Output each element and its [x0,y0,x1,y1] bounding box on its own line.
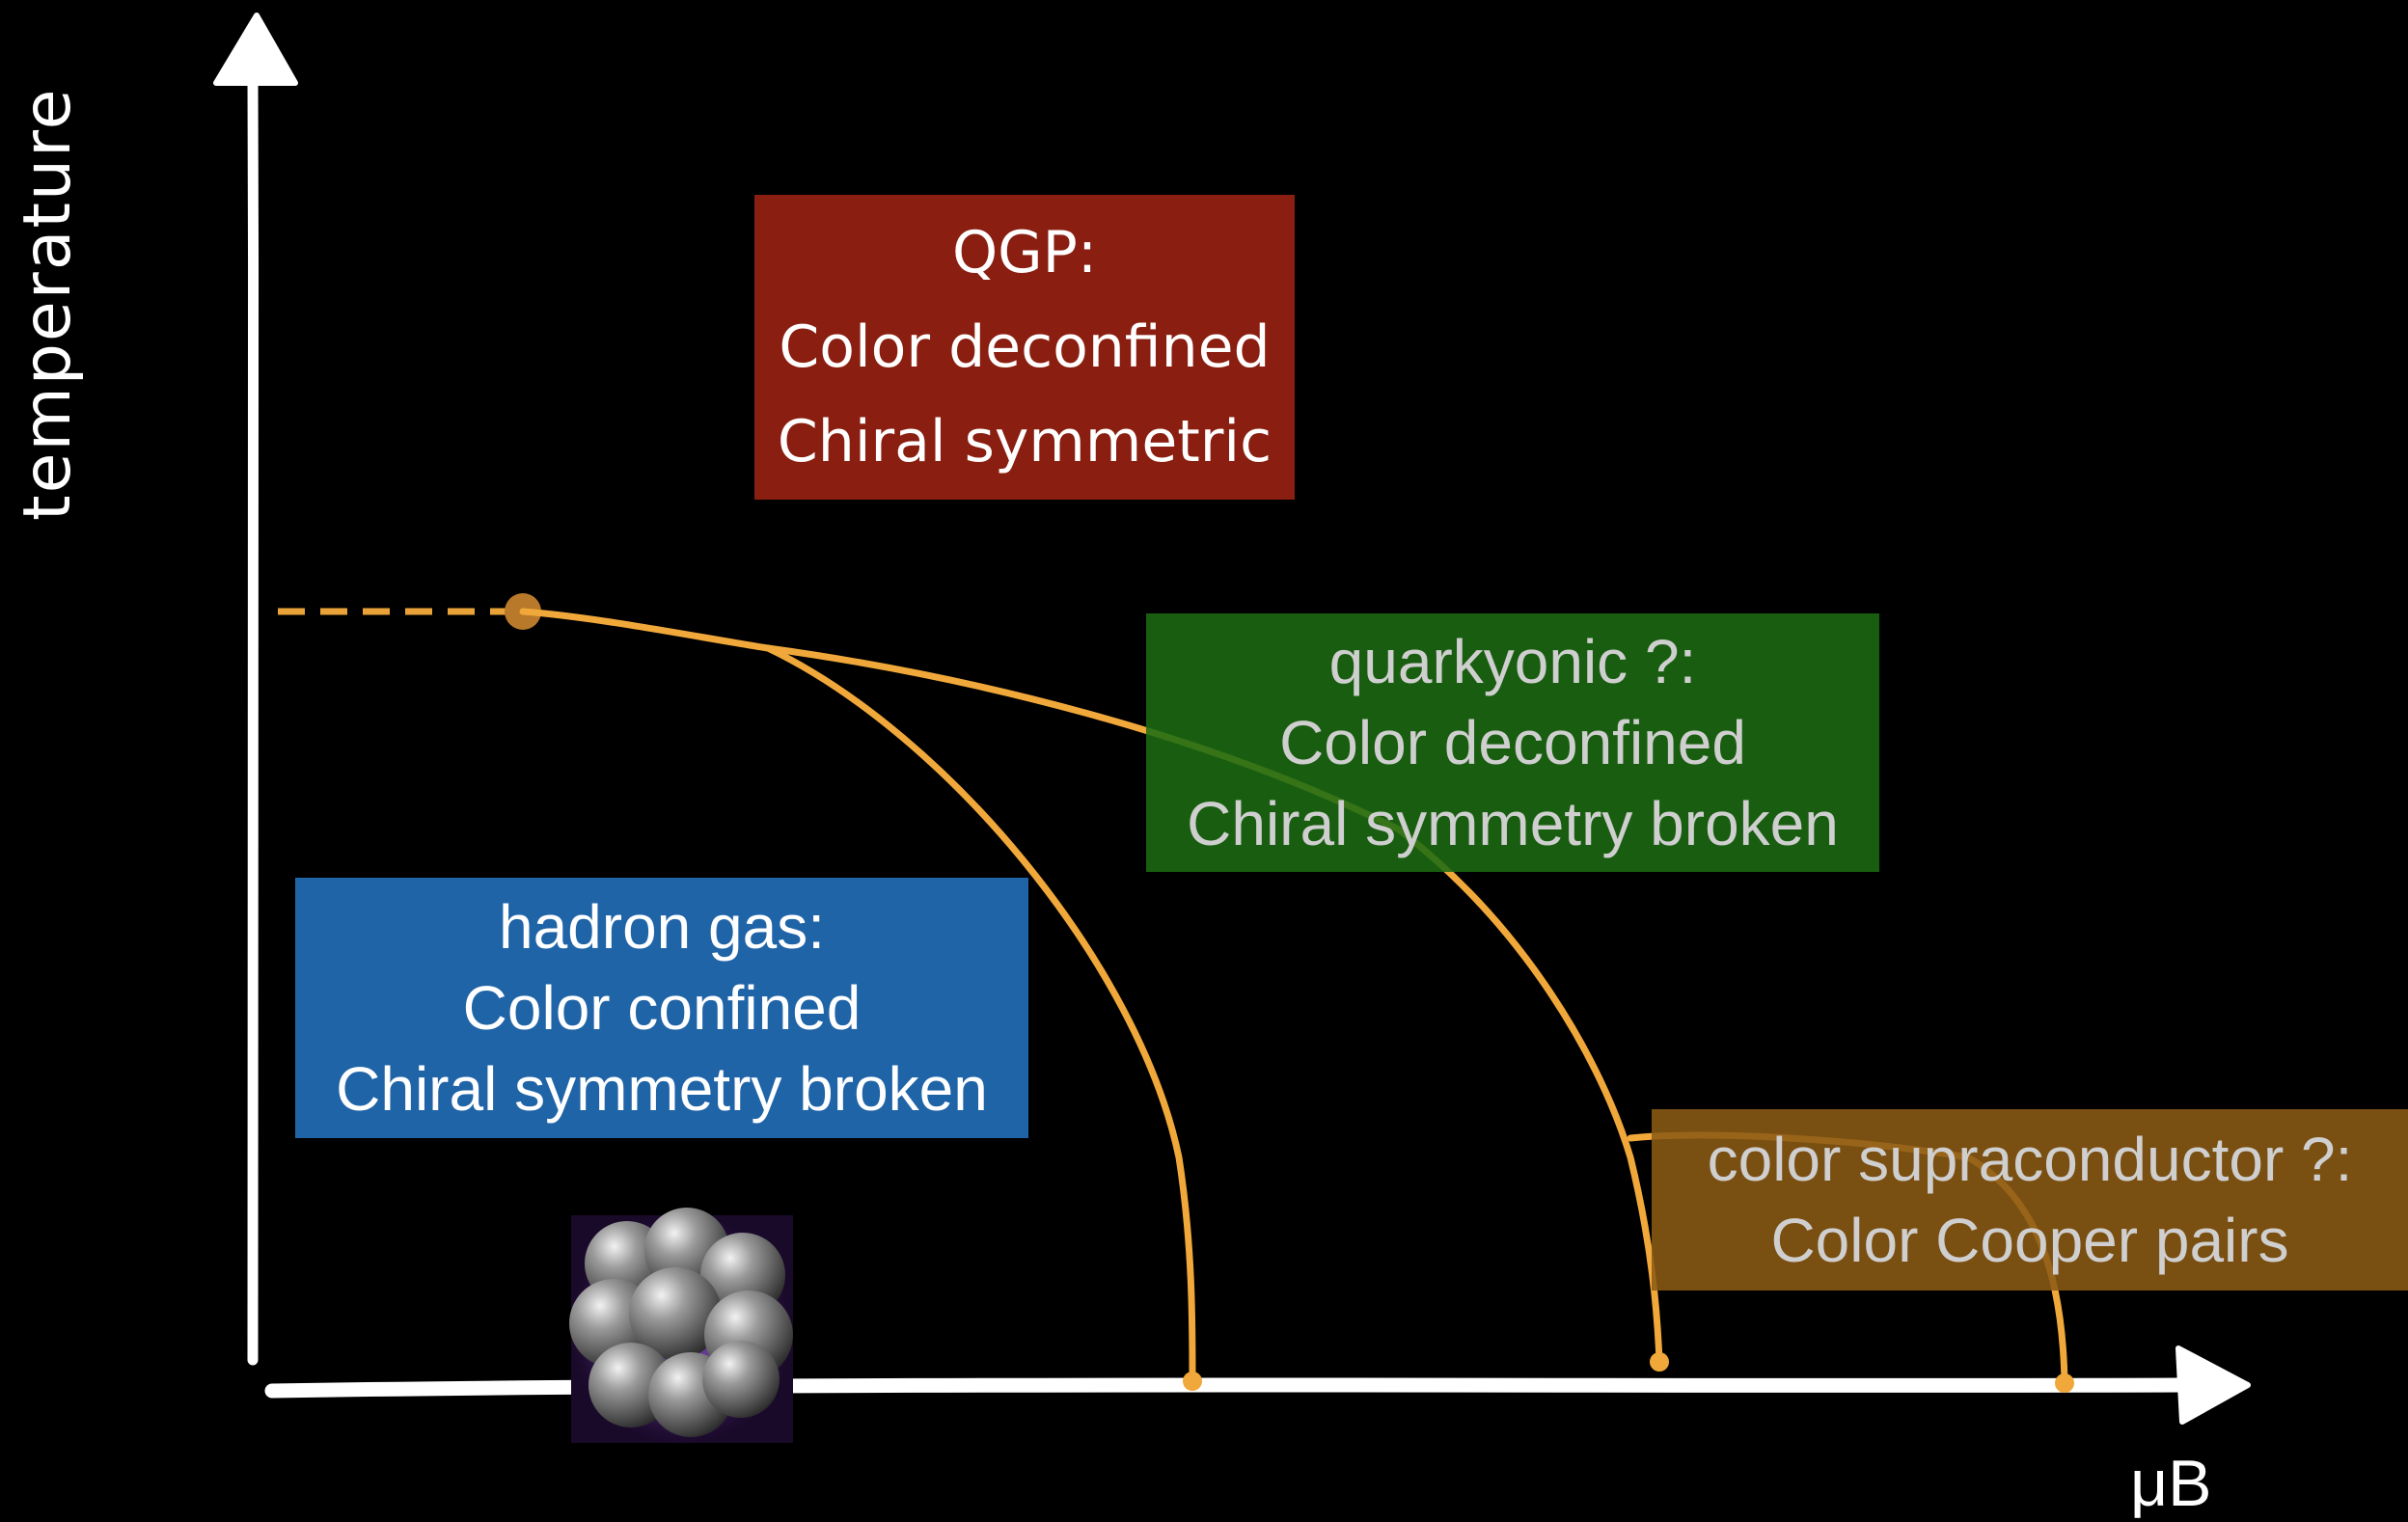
region-hadron-gas-line-2: Color confined [462,973,862,1043]
region-qgp-line-1: QGP: [951,219,1098,286]
region-quarkyonic-line-1: quarkyonic ?: [1328,627,1697,696]
y-axis [213,13,298,1366]
region-color-superconductor: color supraconductor ?: Color Cooper pai… [1652,1109,2408,1291]
region-hadron-gas-line-3: Chiral symmetry broken [336,1054,988,1124]
region-hadron-gas: hadron gas: Color confined Chiral symmet… [295,878,1028,1138]
y-axis-arrowhead-icon [213,13,298,86]
x-axis-arrowhead-icon [2175,1345,2251,1425]
x-axis-label: μB [2130,1447,2212,1520]
x-axis [264,1345,2251,1425]
region-qgp-line-3: Chiral symmetric [777,408,1272,476]
region-qgp-line-2: Color deconfined [779,313,1271,381]
endpoint-marker [1183,1372,1202,1391]
nucleus-icon [569,1208,793,1445]
chiral-transition-line [519,608,1196,1383]
region-color-superconductor-line-2: Color Cooper pairs [1770,1206,2289,1275]
endpoint-marker [2055,1373,2074,1393]
region-quarkyonic-line-3: Chiral symmetry broken [1187,789,1839,858]
region-quarkyonic: quarkyonic ?: Color deconfined Chiral sy… [1146,613,1879,872]
deconfinement-line [764,644,1663,1366]
region-hadron-gas-line-1: hadron gas: [498,892,826,962]
region-qgp: QGP: Color deconfined Chiral symmetric [754,195,1295,500]
region-color-superconductor-line-1: color supraconductor ?: [1707,1125,2353,1194]
endpoint-marker [1650,1352,1669,1372]
y-axis-label: temperature [10,87,86,521]
region-quarkyonic-line-2: Color deconfined [1279,708,1746,777]
